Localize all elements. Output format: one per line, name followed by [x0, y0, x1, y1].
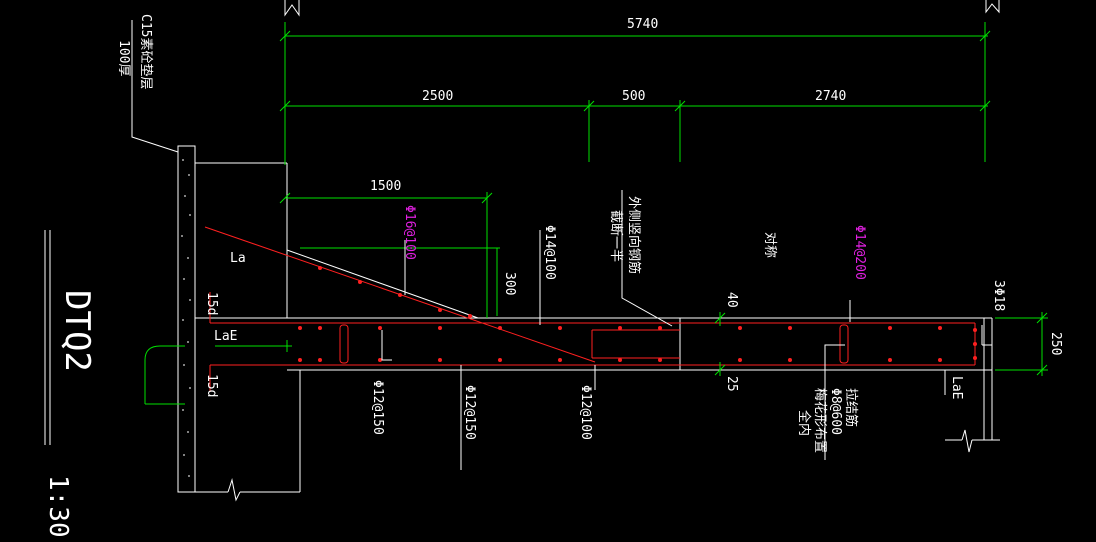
lap-lae-right: LaE	[949, 376, 964, 399]
cushion-note-2: 100厚	[116, 40, 131, 76]
note-labels: C15素砼垫层 100厚 外侧竖向钢筋 截断一半 对称 La LaE LaE 1…	[116, 14, 964, 399]
drawing-title: DTQ2	[57, 290, 97, 372]
rebar-edge-bars: 3Φ18	[991, 280, 1006, 311]
hook-15d-bot: 15d	[204, 374, 219, 397]
title-block: DTQ2 1:30	[43, 230, 97, 538]
lap-lae-left: LaE	[214, 329, 237, 344]
cushion-hatch	[181, 159, 191, 477]
rebar-lines	[204, 226, 977, 392]
rebar-labels: Φ16@100 Φ14@100 Φ14@200 Φ12@150 Φ12@150 …	[370, 205, 1006, 453]
tie-line1: 拉结筋	[843, 388, 859, 427]
rebar-bot-left: Φ12@150	[370, 380, 385, 435]
rebar-bot-right: Φ12@100	[578, 385, 593, 440]
rebar-bot-mid: Φ12@150	[462, 385, 477, 440]
slab-outline	[195, 0, 1000, 453]
dimension-labels: 5740 2500 500 2740 1500 300 250 40 25	[370, 17, 1063, 392]
dim-total: 5740	[627, 17, 658, 32]
leader-lines	[131, 20, 992, 470]
tie-line4: 全内	[796, 410, 812, 436]
lap-la: La	[230, 251, 246, 266]
outer-rebar-note-2: 截断一半	[608, 210, 623, 262]
rebar-dots	[298, 266, 977, 362]
dim-slope-height: 300	[502, 272, 517, 295]
dim-seg-left: 2500	[422, 89, 453, 104]
outer-rebar-note-1: 外侧竖向钢筋	[626, 196, 642, 274]
dim-seg-right: 2740	[815, 89, 846, 104]
rebar-top-mid: Φ14@100	[542, 225, 557, 280]
tie-line3: 梅花形布置	[812, 388, 828, 453]
hook-15d-top: 15d	[204, 292, 219, 315]
left-wall	[177, 145, 301, 502]
cushion-note-1: C15素砼垫层	[138, 14, 154, 89]
tie-line2: Φ8@600	[828, 388, 843, 435]
rebar-top-slope: Φ16@100	[402, 205, 417, 260]
dim-slab-thk: 250	[1048, 332, 1063, 355]
dim-cover-top: 40	[724, 292, 739, 308]
symmetric-note: 对称	[762, 232, 777, 258]
dim-slope-len: 1500	[370, 179, 401, 194]
rebar-top-right: Φ14@200	[852, 225, 867, 280]
dim-seg-mid: 500	[622, 89, 645, 104]
drawing-scale: 1:30	[43, 475, 73, 538]
dim-cover-bot: 25	[724, 376, 739, 392]
dimension-lines	[144, 22, 1048, 405]
